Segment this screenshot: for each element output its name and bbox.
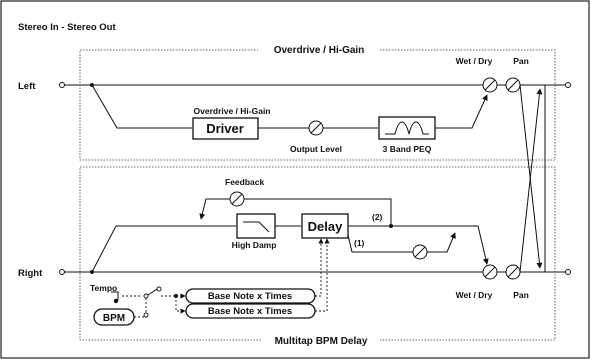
wet-dry-top-knob[interactable] bbox=[482, 77, 498, 93]
output-level-label: Output Level bbox=[290, 144, 342, 154]
tap1-label: (1) bbox=[354, 238, 365, 248]
pan-bottom-label: Pan bbox=[513, 290, 529, 300]
right-input-label: Right bbox=[18, 268, 43, 279]
pan-cross-right-to-left bbox=[519, 88, 543, 273]
bpm-label: BPM bbox=[103, 313, 125, 324]
feedback-label: Feedback bbox=[225, 177, 264, 187]
high-damp-curve-icon bbox=[243, 221, 270, 233]
base-note-times-2-label: Base Note x Times bbox=[208, 306, 292, 317]
driver-caption: Overdrive / Hi-Gain bbox=[194, 106, 271, 116]
delay-section-title: Multitap BPM Delay bbox=[275, 336, 368, 347]
left-output-jack bbox=[565, 82, 571, 88]
pan-bottom-knob[interactable] bbox=[505, 264, 521, 280]
diagram-title: Stereo In - Stereo Out bbox=[18, 22, 116, 33]
wet-dry-top-label: Wet / Dry bbox=[456, 56, 493, 66]
tap2-label: (2) bbox=[372, 212, 383, 222]
high-damp-block bbox=[236, 213, 276, 239]
left-input-jack bbox=[59, 82, 65, 88]
delay-block bbox=[301, 213, 349, 239]
tempo-note-icon bbox=[111, 291, 119, 300]
driver-label: Driver bbox=[206, 121, 244, 136]
right-output-jack bbox=[565, 269, 571, 275]
peq-curve-icon bbox=[385, 121, 429, 135]
left-input-label: Left bbox=[18, 81, 36, 92]
pan-top-knob[interactable] bbox=[505, 77, 521, 93]
delay-section-frame bbox=[79, 166, 556, 341]
tap1-level-knob[interactable] bbox=[412, 244, 428, 260]
base-note-times-1-label: Base Note x Times bbox=[208, 291, 292, 302]
tempo-label: Tempo bbox=[90, 283, 117, 293]
tempo-switch[interactable] bbox=[147, 288, 158, 296]
output-level-knob[interactable] bbox=[308, 120, 324, 136]
pan-top-label: Pan bbox=[513, 56, 529, 66]
right-input-jack bbox=[59, 269, 65, 275]
feedback-knob[interactable] bbox=[229, 191, 245, 207]
delay-label: Delay bbox=[308, 219, 343, 234]
overdrive-section-title: Overdrive / Hi-Gain bbox=[274, 45, 365, 56]
high-damp-label: High Damp bbox=[232, 240, 277, 250]
wet-dry-bottom-label: Wet / Dry bbox=[456, 290, 493, 300]
peq-label: 3 Band PEQ bbox=[383, 144, 432, 154]
wet-dry-bottom-knob[interactable] bbox=[482, 264, 498, 280]
